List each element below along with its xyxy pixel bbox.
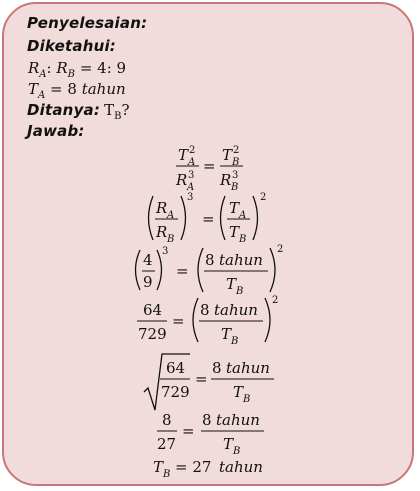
svg-text:2: 2 [233, 145, 239, 156]
svg-text:tahun: tahun [214, 301, 258, 319]
svg-text:R: R [155, 199, 167, 217]
svg-text:T: T [229, 223, 240, 241]
svg-text:3: 3 [187, 192, 193, 203]
svg-text:T: T [178, 146, 189, 164]
svg-text:8: 8 [200, 301, 210, 319]
step-1: T A 2 R A 3 = T B 2 R B 3 [175, 145, 243, 193]
step-4: 64 729 = 8 tahun T B 2 [137, 295, 278, 347]
svg-text:tahun: tahun [219, 458, 263, 476]
svg-text:B: B [232, 446, 240, 457]
svg-text:T: T [233, 383, 244, 401]
svg-text:=: = [195, 370, 208, 388]
svg-text:A: A [186, 182, 194, 193]
svg-text:B: B [230, 336, 238, 347]
svg-text:= 27: = 27 [175, 458, 211, 476]
asked-label: Ditanya: [27, 101, 101, 119]
svg-text:A: A [187, 157, 195, 168]
answer-card [2, 2, 414, 486]
svg-text:8: 8 [162, 411, 172, 429]
svg-text:2: 2 [277, 244, 283, 255]
svg-text:tahun: tahun [216, 411, 260, 429]
svg-text:64: 64 [143, 301, 162, 319]
svg-text:64: 64 [166, 359, 185, 377]
svg-text:R: R [175, 171, 187, 189]
svg-text:9: 9 [143, 273, 153, 291]
step-2: R A R B 3 = T A T B 2 [147, 192, 266, 245]
svg-text:tahun: tahun [219, 251, 263, 269]
svg-text:8: 8 [205, 251, 215, 269]
svg-text:A: A [166, 210, 174, 221]
svg-text:tahun: tahun [226, 359, 270, 377]
svg-text:729: 729 [161, 383, 190, 401]
given-period-a: TA = 8 tahun [28, 80, 126, 101]
svg-text:=: = [203, 157, 216, 175]
svg-text:R: R [219, 171, 231, 189]
svg-text:2: 2 [260, 192, 266, 203]
step-7: T B = 27 tahun [153, 458, 263, 480]
svg-text:3: 3 [188, 170, 194, 181]
step-5: 64 729 = 8 tahun T B [143, 353, 274, 411]
step-3: 4 9 3 = 8 tahun T B 2 [134, 244, 283, 297]
step-6: 8 27 = 8 tahun T B [157, 411, 264, 457]
svg-text:B: B [238, 234, 246, 245]
svg-text:A: A [238, 210, 246, 221]
svg-text:729: 729 [138, 325, 167, 343]
asked-line: Ditanya: TB? [27, 101, 130, 123]
svg-text:T: T [221, 325, 232, 343]
svg-text:B: B [231, 157, 239, 168]
svg-text:=: = [182, 422, 195, 440]
svg-text:8: 8 [212, 359, 222, 377]
given-label: Diketahui: [27, 37, 116, 55]
answer-label: Jawab: [27, 122, 85, 140]
svg-text:=: = [202, 210, 215, 228]
svg-text:8: 8 [202, 411, 212, 429]
svg-text:B: B [166, 234, 174, 245]
svg-text:27: 27 [157, 435, 176, 453]
svg-text:2: 2 [189, 145, 195, 156]
solution-label: Penyelesaian: [27, 14, 148, 32]
svg-text:R: R [155, 223, 167, 241]
svg-text:4: 4 [143, 251, 153, 269]
svg-text:B: B [230, 182, 238, 193]
svg-text:B: B [162, 469, 170, 480]
svg-text:T: T [229, 199, 240, 217]
svg-text:3: 3 [162, 246, 168, 257]
svg-text:T: T [223, 435, 234, 453]
given-ratio: RA: RB = 4: 9 [28, 59, 127, 80]
svg-text:T: T [153, 458, 164, 476]
svg-text:=: = [172, 312, 185, 330]
svg-text:B: B [242, 394, 250, 405]
svg-text:B: B [235, 286, 243, 297]
svg-text:T: T [222, 146, 233, 164]
svg-text:=: = [176, 262, 189, 280]
svg-text:3: 3 [232, 170, 238, 181]
svg-text:T: T [226, 275, 237, 293]
svg-text:2: 2 [272, 295, 278, 306]
